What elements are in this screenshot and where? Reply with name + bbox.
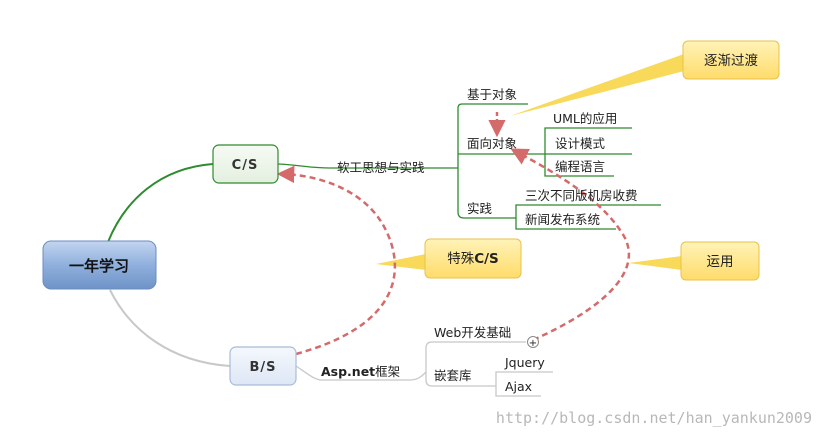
leaf-ajax[interactable]: Ajax bbox=[505, 379, 532, 394]
callout-gradual-label: 逐渐过渡 bbox=[704, 53, 758, 69]
callout-pointer-gradual bbox=[510, 54, 688, 116]
leaf-programming-language[interactable]: 编程语言 bbox=[555, 159, 605, 174]
root-node[interactable]: 一年学习 bbox=[42, 240, 157, 290]
connector-root-cs bbox=[107, 163, 214, 243]
cs-label: C/S bbox=[232, 158, 259, 173]
group-object-oriented[interactable]: 面向对象 bbox=[467, 136, 517, 151]
cs-node[interactable]: C/S bbox=[212, 144, 279, 184]
leaf-billing-system[interactable]: 三次不同版机房收费 bbox=[525, 188, 638, 203]
leaf-design-patterns[interactable]: 设计模式 bbox=[555, 136, 606, 151]
topic-aspnet-bold: Asp.net bbox=[321, 364, 375, 379]
callout-apply-label: 运用 bbox=[707, 254, 734, 270]
callout-pointer-apply bbox=[628, 256, 682, 270]
connector-oo-children bbox=[544, 127, 632, 177]
callout-gradual-transition[interactable]: 逐渐过渡 bbox=[682, 40, 780, 80]
topic-aspnet[interactable]: Asp.net框架 bbox=[321, 364, 400, 379]
group-object-based[interactable]: 基于对象 bbox=[467, 87, 517, 102]
group-nested-libs[interactable]: 嵌套库 bbox=[434, 368, 472, 383]
root-label: 一年学习 bbox=[69, 257, 129, 275]
callout-special-prefix: 特殊 bbox=[447, 251, 474, 267]
leaf-news-system[interactable]: 新闻发布系统 bbox=[525, 212, 600, 227]
callout-special-label: 特殊C/S bbox=[447, 251, 499, 267]
expand-toggle-symbol: + bbox=[529, 338, 537, 349]
callout-special-cs[interactable]: 特殊C/S bbox=[424, 238, 522, 279]
connector-cs-groups bbox=[457, 103, 545, 219]
callout-pointer-special bbox=[376, 254, 426, 270]
leaf-jquery[interactable]: Jquery bbox=[504, 355, 545, 370]
topic-aspnet-rest: 框架 bbox=[375, 364, 400, 379]
leaf-uml[interactable]: UML的应用 bbox=[553, 111, 617, 126]
callout-special-bold: C/S bbox=[474, 251, 499, 267]
group-web-basics[interactable]: Web开发基础 bbox=[434, 325, 511, 340]
bs-node[interactable]: B/S bbox=[229, 346, 297, 386]
group-practice[interactable]: 实践 bbox=[467, 201, 493, 216]
connector-root-bs bbox=[109, 289, 231, 367]
dashed-arrow-bs-to-cs bbox=[276, 165, 397, 356]
connector-cs-branch bbox=[277, 163, 458, 169]
bs-label: B/S bbox=[249, 360, 276, 375]
connector-bs-branch bbox=[295, 365, 427, 381]
expand-toggle[interactable]: + bbox=[527, 336, 539, 350]
connector-bs-groups bbox=[425, 341, 526, 387]
connector-practice-children bbox=[515, 204, 661, 230]
callout-apply[interactable]: 运用 bbox=[680, 241, 760, 281]
topic-software-engineering[interactable]: 软工思想与实践 bbox=[337, 160, 425, 175]
watermark: http://blog.csdn.net/han_yankun2009 bbox=[496, 409, 812, 427]
connector-nest-children bbox=[495, 371, 553, 397]
dashed-arrow-web-to-oo bbox=[510, 148, 631, 342]
